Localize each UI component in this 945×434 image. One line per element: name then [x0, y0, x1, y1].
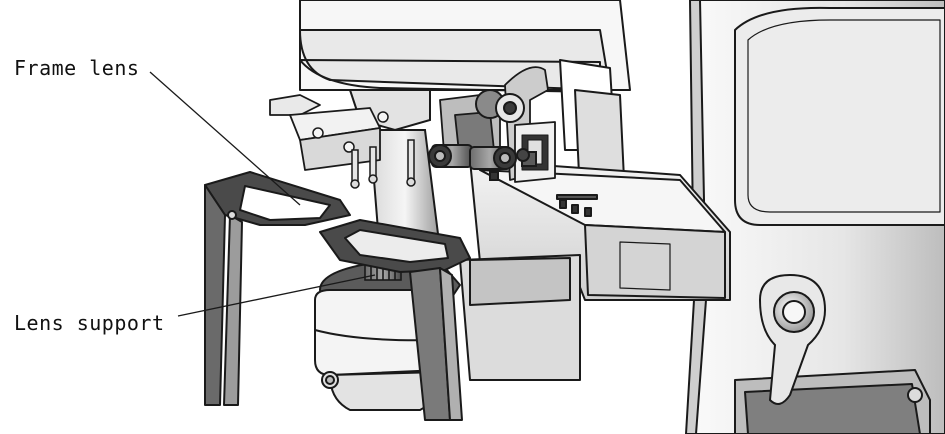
- adjust-knobs: [428, 89, 537, 181]
- lens-support-leader: [177, 274, 376, 317]
- clamp-screws: [312, 111, 416, 189]
- side-lever: [758, 273, 827, 405]
- horizontal-arm: [469, 159, 731, 301]
- frame-holder-arms: [204, 171, 471, 421]
- main-housing: [685, 0, 945, 434]
- frame-lens-label: Frame lens: [14, 56, 140, 80]
- frame-lens-leader: [149, 71, 301, 206]
- lens-support-label: Lens support: [14, 311, 165, 335]
- housing-window: [734, 6, 945, 226]
